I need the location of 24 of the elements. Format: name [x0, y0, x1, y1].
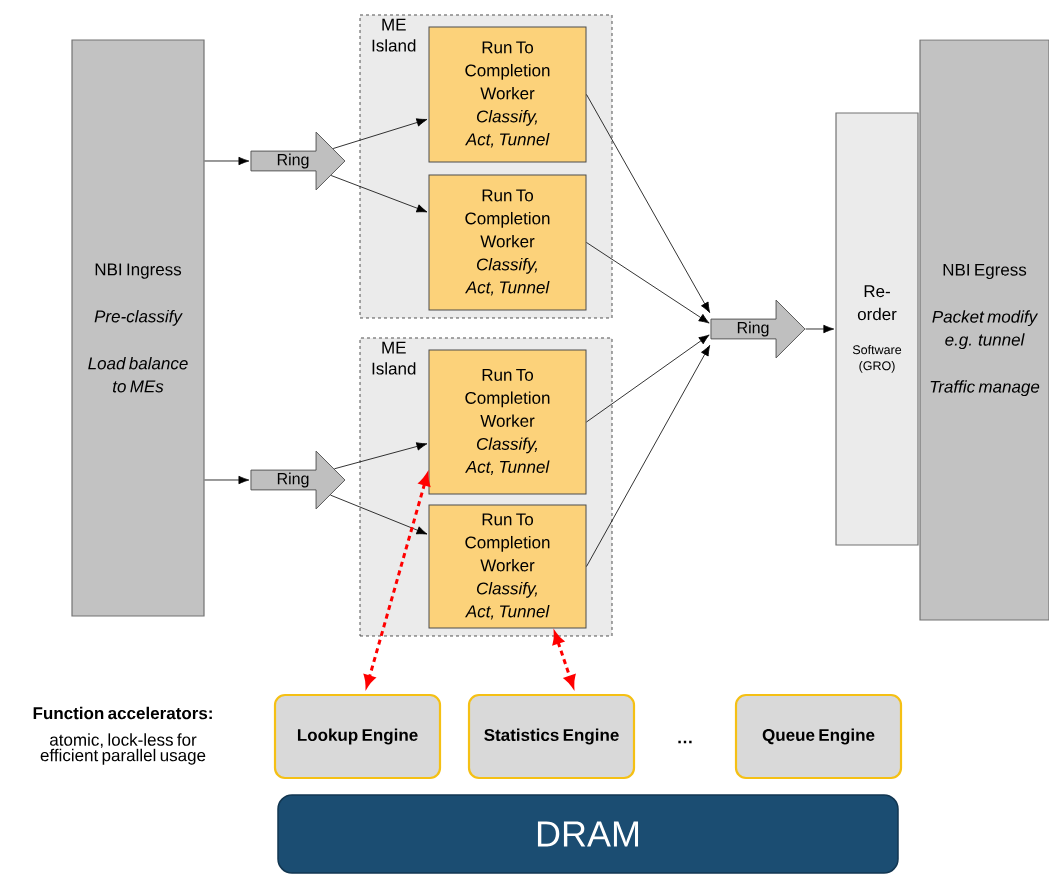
- arrow: [586, 334, 710, 423]
- arrow: [805, 324, 835, 334]
- engine-box: Queue Engine: [734, 693, 903, 780]
- heading-text: Function accelerators:: [33, 706, 212, 720]
- arrow: [204, 156, 250, 166]
- arrow: [332, 118, 428, 149]
- worker-box: Run To Completion Worker Classify, Act, Tunnel: [428, 349, 587, 495]
- arrow: [586, 345, 711, 567]
- arrow: [586, 242, 710, 324]
- worker-box: Run To Completion Worker Classify, Act, Tunnel: [428, 26, 587, 163]
- ellipsis: …: [678, 740, 692, 744]
- arrow: [334, 442, 428, 470]
- block-box: Re-order Software (GRO): [835, 112, 919, 546]
- arrow: [204, 475, 250, 485]
- memory-bar: DRAM: [277, 794, 899, 874]
- block-box: NBI Ingress Pre-classify Load balance to MEs: [71, 39, 205, 617]
- worker-box: Run To Completion Worker Classify, Act, Tunnel: [428, 174, 587, 311]
- block-box: NBI Egress Packet modify e.g. tunnel Traffic manage: [919, 39, 1049, 621]
- arrow: [330, 175, 428, 213]
- arrow: [586, 94, 711, 313]
- note-text: atomic, lock-less for efficient parallel usage: [40, 733, 206, 765]
- worker-box: Run To Completion Worker Classify, Act, Tunnel: [428, 504, 587, 629]
- engine-box: Statistics Engine: [467, 693, 636, 780]
- engine-box: Lookup Engine: [273, 693, 442, 780]
